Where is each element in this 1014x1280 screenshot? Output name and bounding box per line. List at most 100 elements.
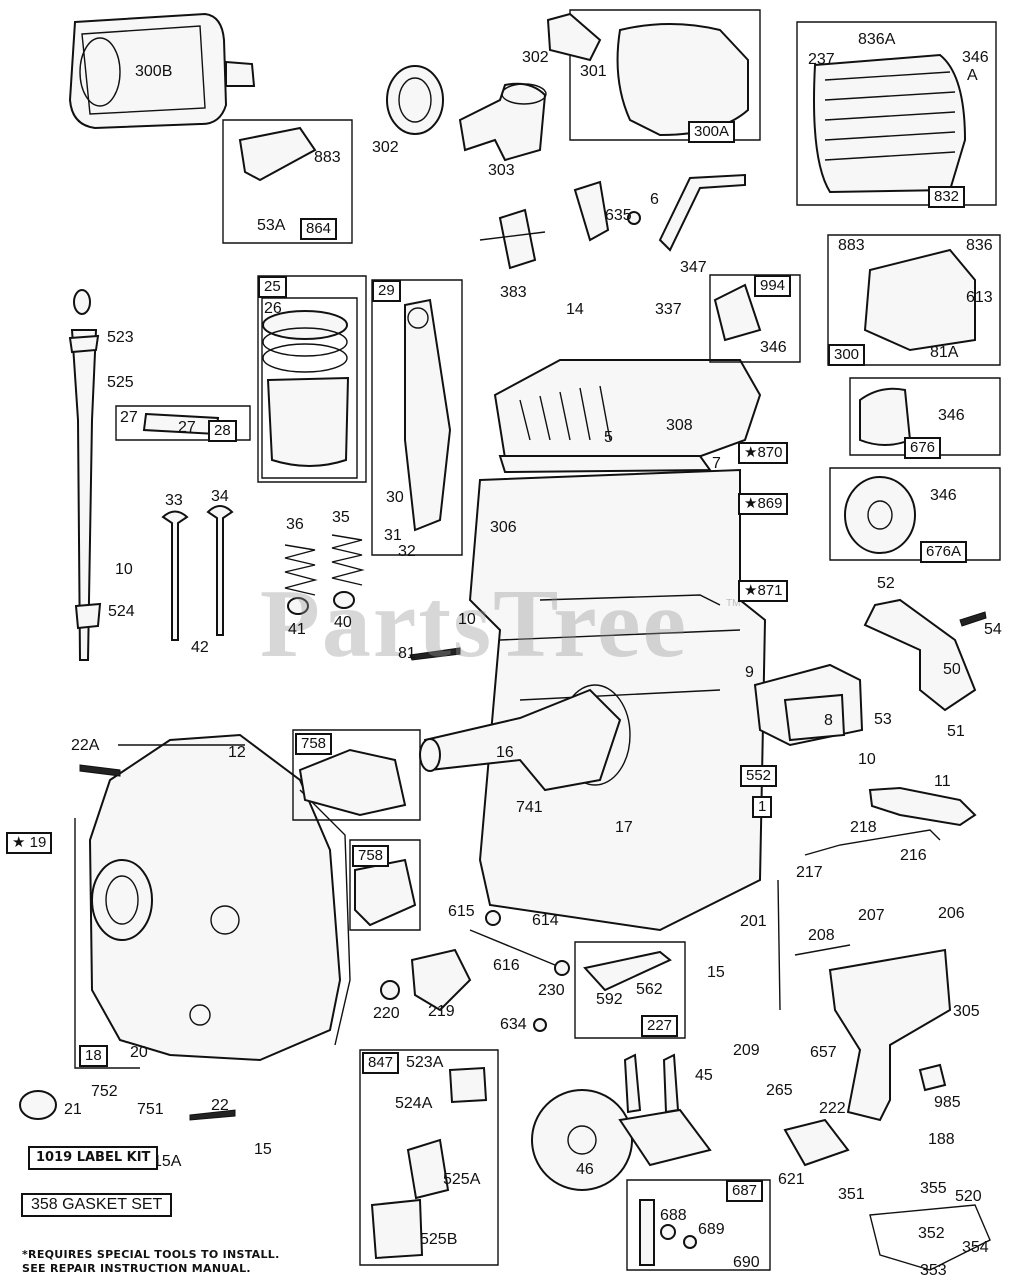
label-8: 8 bbox=[824, 712, 833, 729]
callout-870: ★870 bbox=[738, 442, 789, 464]
label-27-right: 27 bbox=[178, 419, 196, 436]
label-352: 352 bbox=[918, 1225, 945, 1242]
label-15-mid: 15 bbox=[707, 964, 725, 981]
label-265: 265 bbox=[766, 1082, 793, 1099]
bracket-687-part bbox=[639, 1199, 655, 1266]
label-302: 302 bbox=[372, 139, 399, 156]
cylinder-block-part bbox=[468, 468, 767, 932]
label-27-left: 27 bbox=[120, 409, 138, 426]
exhaust-valve-part bbox=[206, 505, 234, 636]
label-5: 5 bbox=[604, 429, 613, 446]
label-337: 337 bbox=[655, 301, 682, 318]
label-355: 355 bbox=[920, 1180, 947, 1197]
connecting-rod-part bbox=[404, 298, 452, 532]
label-53a: 53A bbox=[257, 217, 286, 234]
label-217: 217 bbox=[796, 864, 823, 881]
label-6: 6 bbox=[650, 191, 659, 208]
label-635: 635 bbox=[605, 207, 632, 224]
label-520: 520 bbox=[955, 1188, 982, 1205]
label-634: 634 bbox=[500, 1016, 527, 1033]
label-40: 40 bbox=[334, 614, 352, 631]
label-883-lower: 883 bbox=[838, 237, 865, 254]
callout-552: 552 bbox=[740, 765, 778, 787]
muffler-part bbox=[863, 248, 976, 352]
label-219: 219 bbox=[428, 1003, 455, 1020]
callout-847: 847 bbox=[362, 1052, 400, 1074]
label-752: 752 bbox=[91, 1083, 118, 1100]
governor-part bbox=[410, 948, 472, 1012]
cam-gear-part bbox=[531, 1089, 633, 1191]
callout-869: ★869 bbox=[738, 493, 789, 515]
label-206: 206 bbox=[938, 905, 965, 922]
label-30: 30 bbox=[386, 489, 404, 506]
label-208: 208 bbox=[808, 927, 835, 944]
callout-227: 227 bbox=[641, 1015, 679, 1037]
cylinder-head-part bbox=[493, 359, 762, 462]
crankshaft-part bbox=[423, 688, 622, 792]
label-36: 36 bbox=[286, 516, 304, 533]
callout-994: 994 bbox=[754, 275, 792, 297]
label-7: 7 bbox=[712, 455, 721, 472]
label-33: 33 bbox=[165, 492, 183, 509]
label-81: 81 bbox=[398, 645, 416, 662]
label-21: 21 bbox=[64, 1101, 82, 1118]
label-10-right: 10 bbox=[858, 751, 876, 768]
callout-864: 864 bbox=[300, 218, 338, 240]
breather-tube-part bbox=[868, 786, 977, 827]
label-209: 209 bbox=[733, 1042, 760, 1059]
label-41: 41 bbox=[288, 621, 306, 638]
callout-832: 832 bbox=[928, 186, 966, 208]
label-10-left: 10 bbox=[115, 561, 133, 578]
label-45: 45 bbox=[695, 1067, 713, 1084]
label-302-top: 302 bbox=[522, 49, 549, 66]
label-621: 621 bbox=[778, 1171, 805, 1188]
label-741: 741 bbox=[516, 799, 543, 816]
label-347: 347 bbox=[680, 259, 707, 276]
label-523a: 523A bbox=[406, 1054, 444, 1071]
label-10-mid: 10 bbox=[458, 611, 476, 628]
callout-28: 28 bbox=[208, 420, 237, 442]
label-985: 985 bbox=[934, 1094, 961, 1111]
intake-elbow-part bbox=[863, 598, 977, 712]
label-689: 689 bbox=[698, 1221, 725, 1238]
label-523: 523 bbox=[107, 329, 134, 346]
crankcase-cover-part bbox=[88, 733, 342, 1062]
label-300b: 300B bbox=[135, 63, 173, 80]
label-230: 230 bbox=[538, 982, 565, 999]
label-20: 20 bbox=[130, 1044, 148, 1061]
oil-drain-plug-part bbox=[19, 1090, 57, 1120]
label-690: 690 bbox=[733, 1254, 760, 1271]
oil-fill-cap-part bbox=[448, 1066, 488, 1104]
label-346a-suffix: A bbox=[967, 67, 978, 84]
label-383: 383 bbox=[500, 284, 527, 301]
label-50: 50 bbox=[943, 661, 961, 678]
air-cleaner-assembly-part bbox=[616, 23, 749, 137]
balancer-gear-part bbox=[298, 748, 407, 817]
callout-25: 25 bbox=[258, 276, 287, 298]
label-657: 657 bbox=[810, 1044, 837, 1061]
label-525a: 525A bbox=[443, 1171, 481, 1188]
footnote-line-2: SEE REPAIR INSTRUCTION MANUAL. bbox=[22, 1262, 251, 1275]
screen-part bbox=[859, 387, 912, 446]
label-81a: 81A bbox=[930, 344, 959, 361]
tool-part bbox=[498, 208, 537, 270]
gasket-set-box: 358 GASKET SET bbox=[21, 1193, 173, 1217]
label-353: 353 bbox=[920, 1262, 947, 1279]
label-9: 9 bbox=[745, 664, 754, 681]
label-218: 218 bbox=[850, 819, 877, 836]
flywheel-screen-part bbox=[844, 476, 916, 554]
head-gasket-part bbox=[498, 455, 712, 474]
label-kit-box: 1019 LABEL KIT bbox=[28, 1146, 159, 1170]
watermark: PartsTree bbox=[260, 570, 688, 678]
valve-spring-part bbox=[284, 544, 318, 596]
label-26: 26 bbox=[264, 300, 282, 317]
label-524a: 524A bbox=[395, 1095, 433, 1112]
label-524: 524 bbox=[108, 603, 135, 620]
label-22: 22 bbox=[211, 1097, 229, 1114]
governor-lever-part bbox=[583, 950, 672, 992]
label-34: 34 bbox=[211, 488, 229, 505]
label-688: 688 bbox=[660, 1207, 687, 1224]
label-616: 616 bbox=[493, 957, 520, 974]
intake-valve-part bbox=[161, 510, 189, 641]
